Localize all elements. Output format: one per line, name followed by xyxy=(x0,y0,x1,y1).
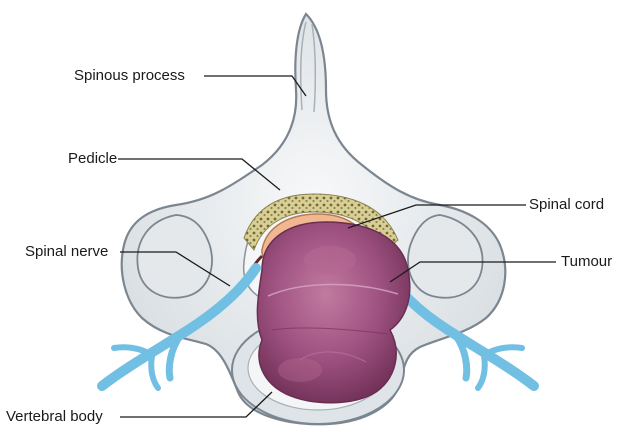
label-tumour: Tumour xyxy=(561,253,612,271)
leader-spinous-process xyxy=(204,76,306,96)
label-spinal-cord: Spinal cord xyxy=(529,196,604,214)
spinal-nerve-left-branch-3 xyxy=(151,356,158,388)
label-spinous-process: Spinous process xyxy=(74,67,185,85)
label-vertebral-body: Vertebral body xyxy=(6,408,103,426)
tumour-mass xyxy=(257,222,409,403)
label-spinal-nerve: Spinal nerve xyxy=(25,243,108,261)
spinal-nerve-right-branch-2 xyxy=(486,347,522,354)
spinal-nerve-left-branch-2 xyxy=(114,347,150,354)
spinal-nerve-right-branch-3 xyxy=(478,356,485,388)
label-pedicle: Pedicle xyxy=(68,150,117,168)
